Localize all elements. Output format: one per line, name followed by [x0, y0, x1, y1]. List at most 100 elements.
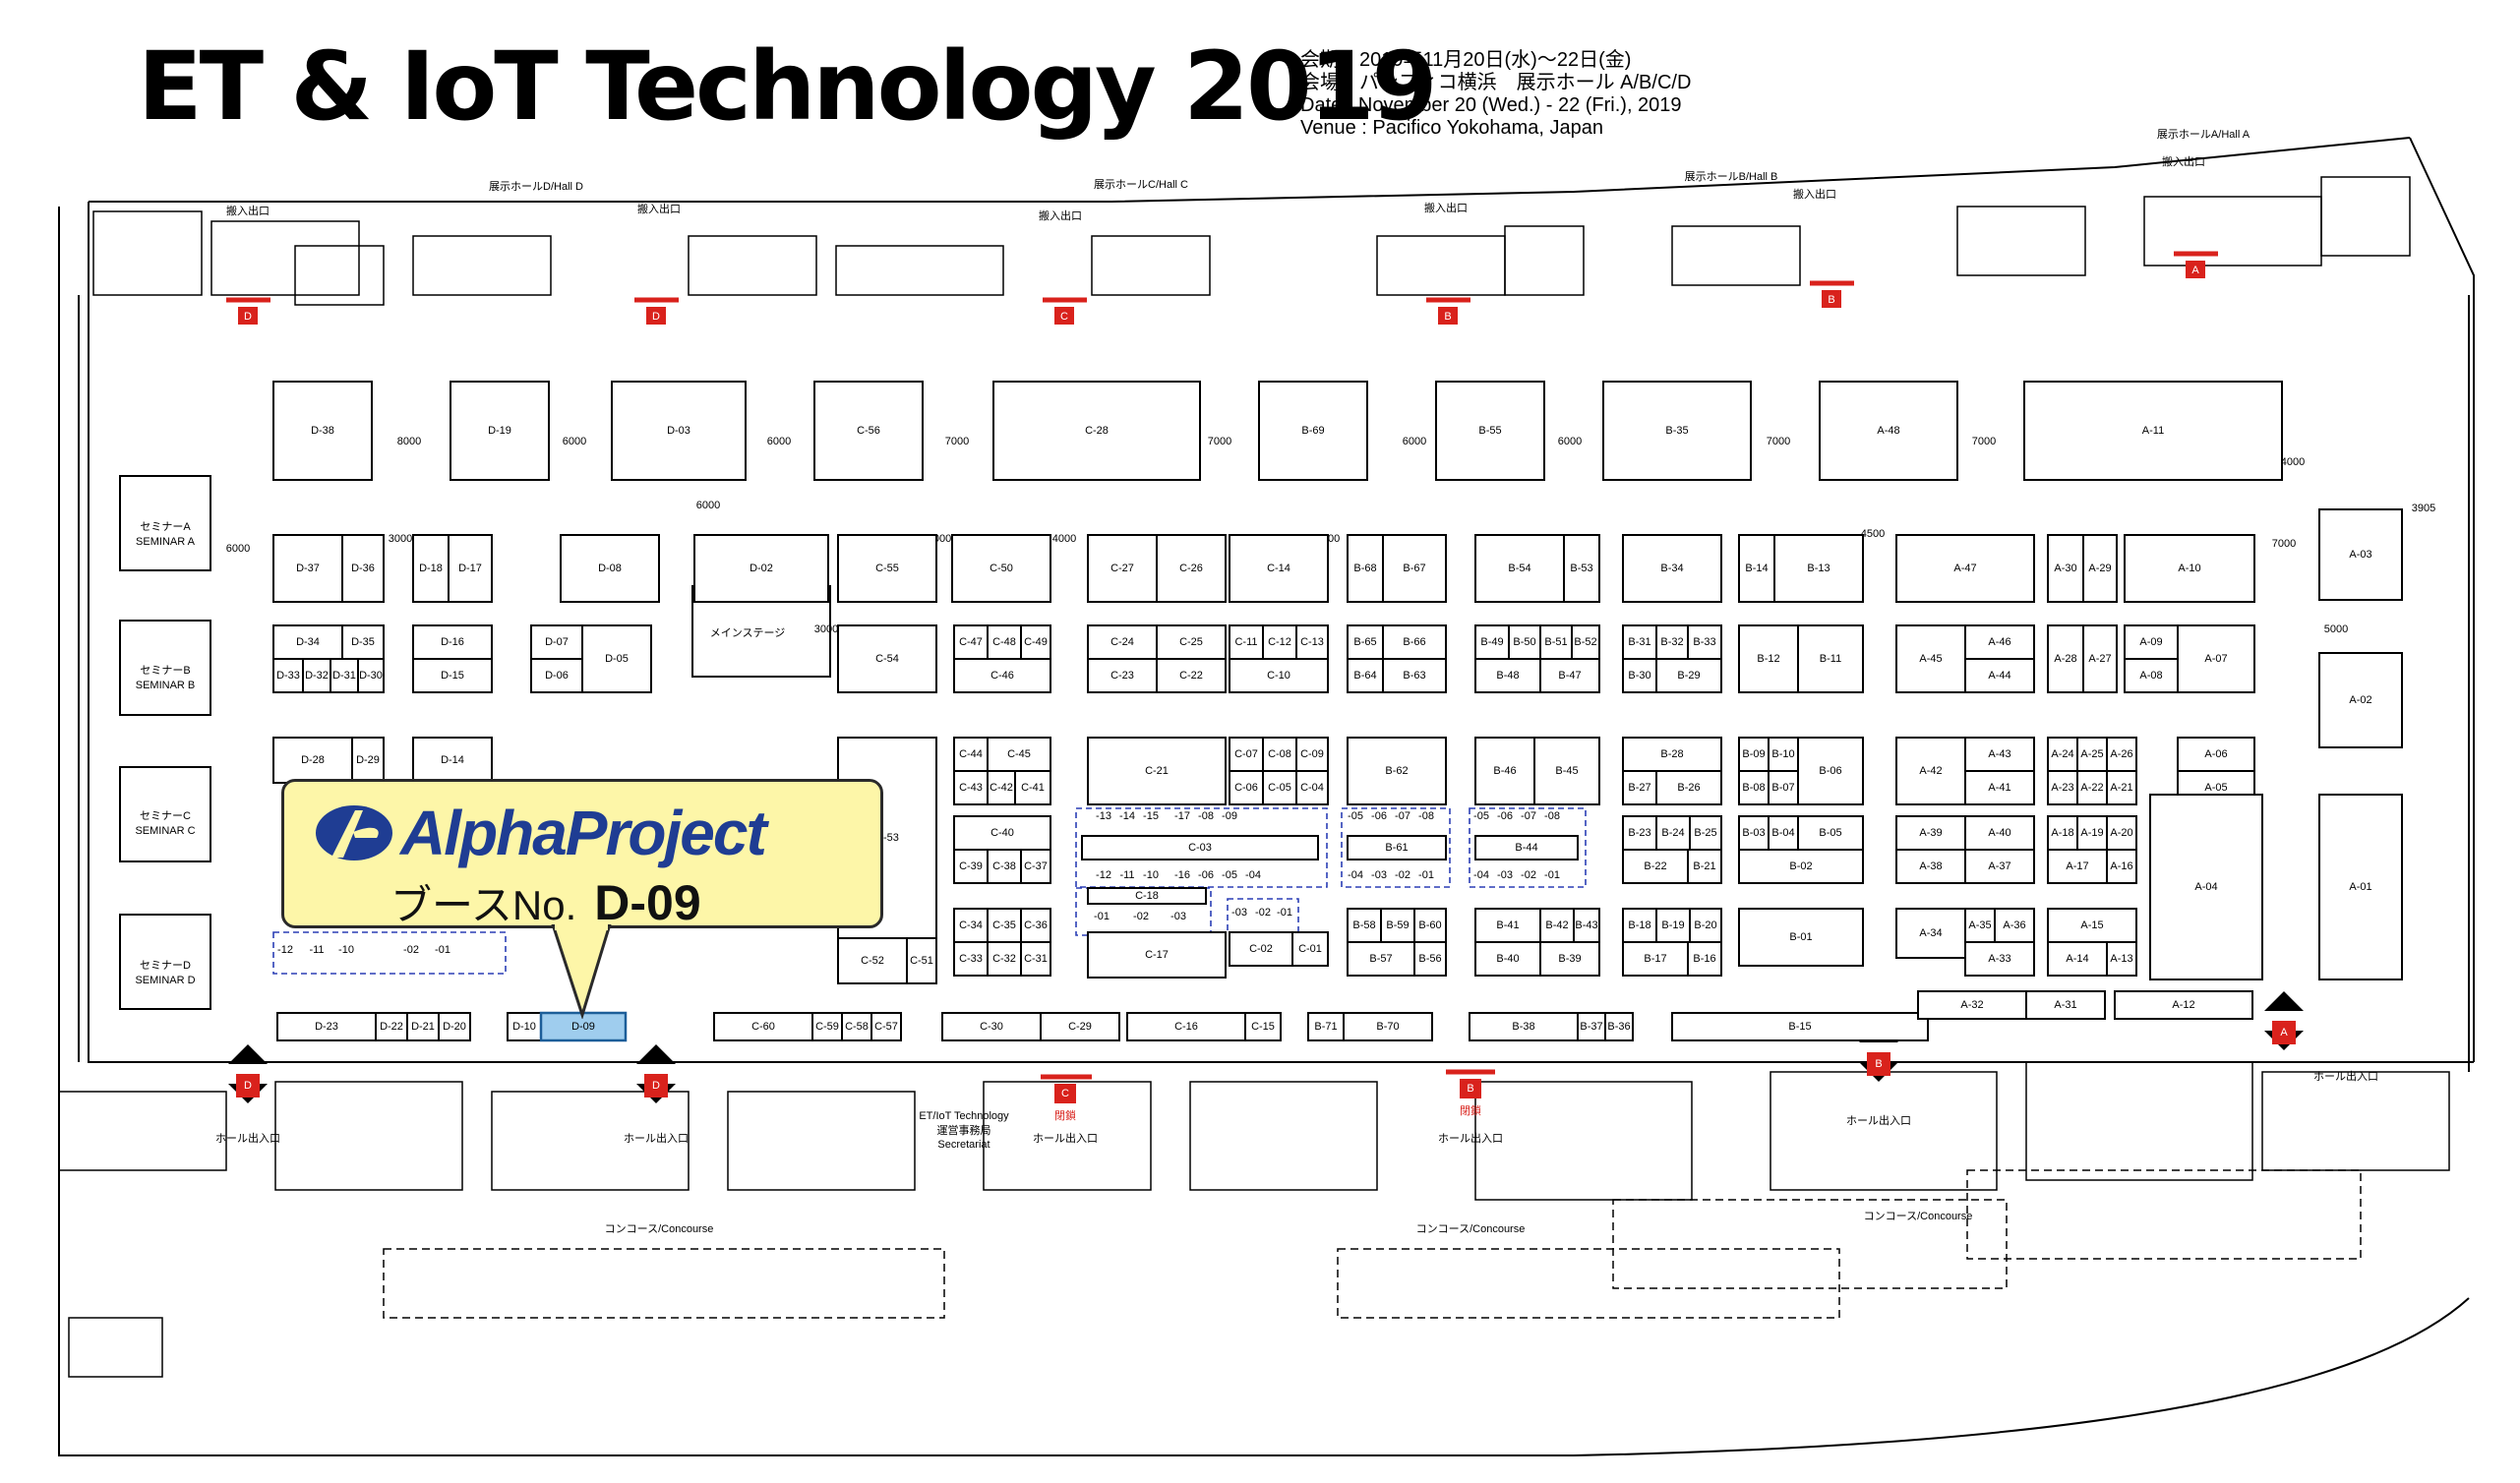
booth: C-49 [1020, 624, 1051, 660]
booth-id: A-37 [1988, 860, 2010, 872]
sub-booth-id: -17 [1174, 810, 1190, 822]
booth-id: B-28 [1660, 748, 1683, 760]
booth-box [581, 624, 652, 693]
booth: D-29 [351, 737, 385, 784]
booth-box [2318, 508, 2403, 601]
gate-marker: B [1426, 297, 1470, 325]
booth-box [906, 937, 937, 984]
booth-id: A-25 [2080, 748, 2103, 760]
booth: C-57 [870, 1012, 902, 1041]
loading-label: 搬入出口 [637, 202, 681, 215]
booth: B-09 [1738, 737, 1770, 772]
booth-id: C-35 [992, 919, 1016, 931]
booth: D-35 [341, 624, 385, 660]
booth-id: B-55 [1478, 425, 1501, 437]
booth: A-20 [2106, 815, 2137, 851]
booth-box [1687, 624, 1722, 660]
booth-box [2106, 849, 2137, 884]
aisle-width: 7000 [2272, 538, 2296, 550]
booth-id: C-60 [751, 1021, 775, 1033]
booth-id: C-12 [1268, 636, 1291, 648]
booth: C-51 [906, 937, 937, 984]
booth: C-42 [987, 770, 1016, 805]
booth-box [1533, 737, 1600, 805]
booth-box [1895, 849, 1966, 884]
booth-number: D-09 [594, 875, 701, 930]
booth-box [2047, 941, 2108, 977]
closed-gate: C閉鎖 [1041, 1074, 1092, 1122]
booth-id: B-06 [1819, 765, 1841, 777]
booth-id: A-14 [2066, 953, 2088, 965]
sub-booth-id: -12 [277, 944, 293, 956]
booth: B-60 [1413, 908, 1447, 943]
hall-a-label: 展示ホールA/Hall A [2157, 128, 2250, 141]
booth-id: C-43 [959, 782, 983, 794]
sub-booth-id: -14 [1119, 810, 1135, 822]
svg-text:SEMINAR B: SEMINAR B [136, 680, 196, 691]
booth: B-66 [1382, 624, 1447, 660]
alphaproject-logo-icon [316, 805, 392, 860]
booth: A-01 [2318, 794, 2403, 980]
booth: B-04 [1768, 815, 1799, 851]
booth: B-70 [1343, 1012, 1433, 1041]
booth-box [2082, 624, 2118, 693]
sub-booth-id: -07 [1521, 810, 1536, 822]
booth: B-34 [1622, 534, 1722, 603]
booth-id: C-15 [1251, 1021, 1275, 1033]
booth: D-03 [611, 381, 747, 481]
booth: C-01 [1291, 931, 1329, 967]
booth: C-29 [1040, 1012, 1120, 1041]
booth: A-45 [1895, 624, 1966, 693]
booth: C-22 [1156, 658, 1227, 693]
booth-box [341, 624, 385, 660]
aisle-width: 7000 [1972, 436, 1996, 447]
booth: A-22 [2076, 770, 2108, 805]
booth-box [1738, 624, 1799, 693]
booth-id: B-71 [1314, 1021, 1337, 1033]
booth-box [2106, 815, 2137, 851]
booth: B-10 [1768, 737, 1799, 772]
booth: C-05 [1262, 770, 1297, 805]
exhibitor-brand: AlphaProject [400, 798, 767, 868]
booth-box [1347, 941, 1415, 977]
booth: A-26 [2106, 737, 2137, 772]
concourse-label: コンコース/Concourse [1864, 1211, 1973, 1222]
booth-id: D-07 [545, 636, 569, 648]
svg-text:B: B [1828, 294, 1834, 306]
booth-box [1347, 835, 1447, 860]
booth: D-20 [438, 1012, 471, 1041]
booth: D-33 [272, 658, 304, 693]
booth-id: B-14 [1745, 563, 1768, 574]
booth: A-40 [1964, 815, 2035, 851]
booth: A-41 [1964, 770, 2035, 805]
sub-booth-id: -11 [309, 944, 324, 956]
booth-id: B-15 [1788, 1021, 1811, 1033]
booth-box [951, 534, 1051, 603]
booth-box [1087, 931, 1227, 979]
booth-box [341, 534, 385, 603]
sub-booth-id: -04 [1348, 869, 1363, 881]
sub-booth-id: -04 [1245, 869, 1261, 881]
sub-booth-id: -05 [1348, 810, 1363, 822]
booth-box [1413, 908, 1447, 943]
booth-id: B-64 [1353, 670, 1376, 682]
booth: B-38 [1469, 1012, 1579, 1041]
booth-id: D-02 [750, 563, 773, 574]
booth: A-25 [2076, 737, 2108, 772]
sub-booth-id: -08 [1198, 810, 1214, 822]
booth: B-07 [1768, 770, 1799, 805]
booth-id: A-26 [2110, 748, 2132, 760]
booth: B-05 [1797, 815, 1864, 851]
booth-box [1087, 534, 1158, 603]
booth: D-08 [560, 534, 660, 603]
aisle-width: 3000 [814, 623, 838, 635]
booth-id: B-31 [1628, 636, 1650, 648]
booth-id: A-12 [2172, 999, 2194, 1011]
svg-text:SEMINAR C: SEMINAR C [135, 825, 195, 837]
booth-id: C-03 [1188, 842, 1212, 854]
gate-arrow: A [2264, 991, 2304, 1050]
svg-text:B: B [1875, 1058, 1882, 1070]
loading-labels: 搬入出口 搬入出口 搬入出口 搬入出口 搬入出口 搬入出口 [226, 154, 2205, 222]
booth: B-50 [1508, 624, 1541, 660]
